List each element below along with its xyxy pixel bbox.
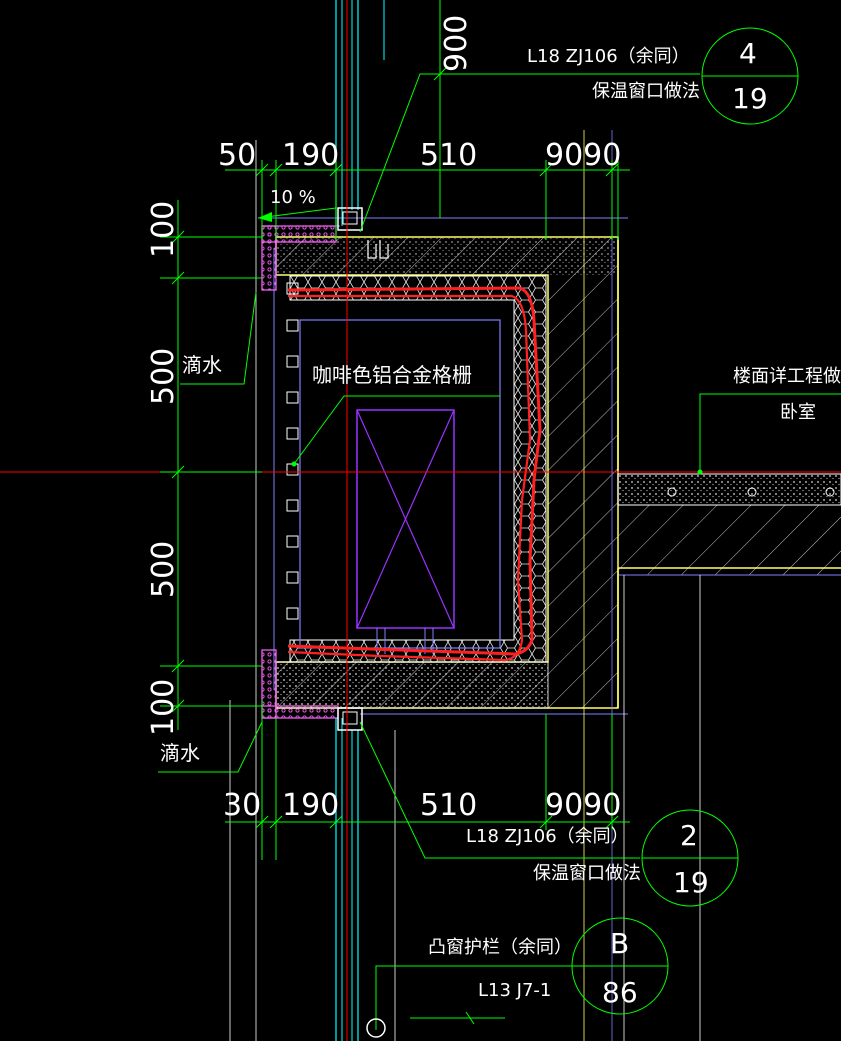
dim-top-1: 50	[218, 138, 256, 173]
dimension-lines	[158, 0, 841, 1030]
heating-pipes	[287, 286, 542, 662]
grille-label: 咖啡色铝合金格栅	[312, 363, 472, 387]
dim-bottom-3: 510	[420, 788, 477, 823]
callout-bottom-ref: L18 ZJ106（余同）	[466, 826, 629, 847]
callout-top-num: 4	[739, 37, 757, 70]
drip-label-bottom: 滴水	[160, 741, 200, 765]
rail-anchor-marker	[366, 1018, 386, 1038]
bay-frame	[262, 217, 628, 715]
dim-top-2: 190	[282, 138, 339, 173]
slope-label: 10 %	[270, 187, 316, 208]
dim-left-1: 100	[146, 201, 181, 258]
callout-bottom-num: 2	[680, 819, 698, 852]
window-frame-bottom	[335, 707, 363, 1041]
extension-lines	[229, 0, 701, 1041]
dim-bottom-2: 190	[282, 788, 339, 823]
floor-ref-label: 楼面详工程做法	[733, 366, 841, 387]
dim-top-4: 9090	[545, 138, 621, 173]
dim-left-2: 500	[146, 348, 181, 405]
callout-bottom-desc: 保温窗口做法	[533, 863, 641, 884]
aluminium-grille	[286, 282, 299, 620]
dim-bottom-4: 9090	[545, 788, 621, 823]
callout-bottom-sheet: 19	[673, 866, 709, 899]
callout-rail-sheet: 86	[602, 976, 638, 1009]
callout-top-sheet: 19	[732, 82, 768, 115]
callout-rail-ref: L13 J7-1	[478, 980, 551, 1001]
callout-top-ref: L18 ZJ106（余同）	[527, 46, 690, 67]
callout-top-desc: 保温窗口做法	[592, 81, 700, 102]
dim-top-3: 510	[420, 138, 477, 173]
dim-bottom-1: 30	[223, 788, 261, 823]
dim-left-3: 500	[146, 541, 181, 598]
dim-left-4: 100	[146, 679, 181, 736]
callout-rail-desc: 凸窗护栏（余同）	[428, 937, 572, 958]
callout-rail-num: B	[610, 927, 629, 960]
dim-top-900: 900	[439, 15, 474, 72]
ac-unit-box	[356, 409, 455, 654]
drip-label-top: 滴水	[182, 353, 222, 377]
room-label: 卧室	[780, 402, 816, 423]
floor-finish	[617, 473, 841, 506]
window-frame-top	[335, 0, 389, 259]
